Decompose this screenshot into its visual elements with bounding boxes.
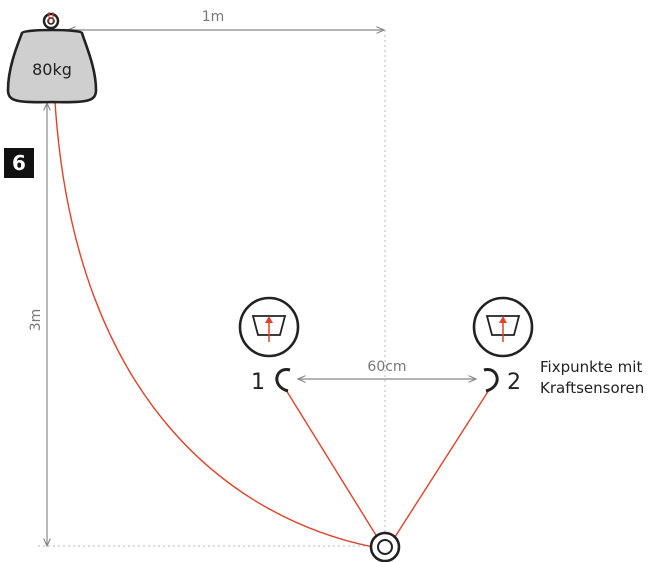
rope-to-sensor-1	[285, 389, 380, 541]
weight-label: 80kg	[32, 60, 72, 79]
horizontal-dimension-label: 1m	[202, 9, 225, 25]
figure-number-badge: 6	[4, 148, 34, 178]
sensor-caption-line-1: Fixpunkte mit	[540, 358, 643, 376]
gauge-icon	[238, 296, 300, 358]
sensor-caption-line-2: Kraftsensoren	[540, 379, 645, 397]
sensor-spacing-label: 60cm	[367, 359, 406, 375]
weight-icon	[6, 12, 98, 104]
gauge-icon	[472, 296, 534, 358]
vertical-dimension-label: 3m	[28, 309, 44, 332]
ring-icon	[369, 531, 401, 562]
hook-icon	[275, 368, 291, 393]
sensor-caption: Fixpunkte mit Kraftsensoren	[540, 357, 653, 399]
rope-to-sensor-2	[392, 389, 490, 541]
hook-icon	[483, 368, 499, 393]
sensor-2-number: 2	[507, 370, 521, 395]
swing-rope	[54, 101, 374, 548]
sensor-1-number: 1	[251, 370, 265, 395]
